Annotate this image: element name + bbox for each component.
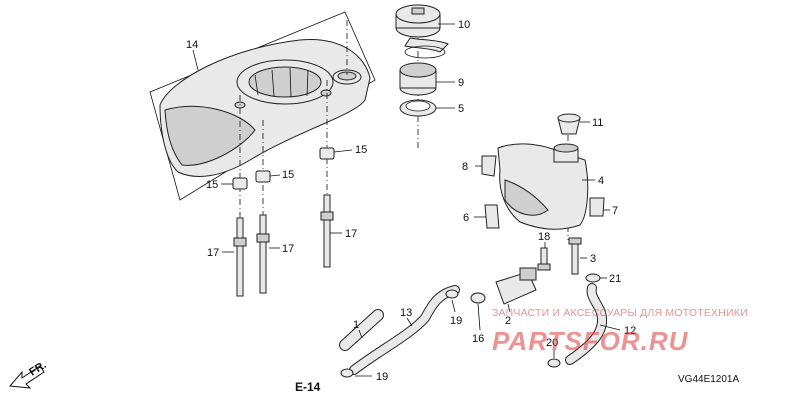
part-1-sleeve bbox=[339, 309, 384, 351]
callout-8: 8 bbox=[462, 161, 468, 173]
part-7-pad bbox=[589, 197, 605, 217]
watermark: ЗАПЧАСТИ И АКСЕССУАРЫ ДЛЯ МОТОТЕХНИКИ PA… bbox=[492, 307, 748, 356]
callout-1: 1 bbox=[353, 319, 359, 331]
callout-13: 13 bbox=[400, 307, 412, 319]
callout-5: 5 bbox=[458, 103, 464, 115]
part-13-fuel-tube bbox=[349, 285, 460, 375]
callout-6: 6 bbox=[463, 212, 469, 224]
callout-17-right: 17 bbox=[345, 228, 357, 240]
callout-9: 9 bbox=[458, 77, 464, 89]
part-6-pad bbox=[484, 204, 500, 229]
callout-10: 10 bbox=[458, 19, 470, 31]
part-15-grommets bbox=[232, 147, 335, 190]
part-3-bolt bbox=[568, 237, 582, 275]
watermark-tagline: ЗАПЧАСТИ И АКСЕССУАРЫ ДЛЯ МОТОТЕХНИКИ bbox=[492, 307, 748, 319]
part-5-ring bbox=[399, 99, 437, 117]
part-2-fuel-valve bbox=[495, 267, 537, 305]
part-16-washer bbox=[470, 292, 486, 304]
callout-19-upper: 19 bbox=[450, 315, 462, 327]
callout-15-middle: 15 bbox=[282, 169, 294, 181]
part-20-clip bbox=[547, 358, 561, 368]
part-12-tube bbox=[565, 283, 607, 365]
callout-15-right: 15 bbox=[355, 144, 367, 156]
callout-21: 21 bbox=[609, 273, 621, 285]
callout-12: 12 bbox=[624, 325, 636, 337]
part-9-filler-neck bbox=[399, 62, 437, 96]
callouts: 14 10 9 5 11 15 15 15 8 4 6 7 17 17 17 1… bbox=[186, 19, 636, 383]
callout-4: 4 bbox=[598, 175, 604, 187]
callout-2: 2 bbox=[505, 315, 511, 327]
callout-16: 16 bbox=[472, 333, 484, 345]
watermark-brand: PARTSFOR.RU bbox=[492, 326, 689, 356]
part-10-filler-cap bbox=[395, 4, 449, 59]
callout-17-middle: 17 bbox=[282, 243, 294, 255]
part-21-clip bbox=[585, 273, 601, 283]
part-18-bolt bbox=[537, 247, 551, 271]
part-17-studs bbox=[233, 194, 334, 297]
diagram-code: VG44E1201A bbox=[678, 374, 739, 385]
callout-18: 18 bbox=[538, 231, 550, 243]
part-19-clip-upper bbox=[445, 289, 459, 299]
callout-14: 14 bbox=[186, 39, 198, 51]
callout-11: 11 bbox=[592, 117, 603, 129]
callout-3: 3 bbox=[590, 253, 596, 265]
part-14-tank-cover bbox=[149, 11, 376, 201]
reference-label: E-14 bbox=[295, 380, 321, 394]
part-4-fuel-tank bbox=[497, 143, 589, 230]
callout-15-left: 15 bbox=[206, 179, 218, 191]
part-8-pad bbox=[481, 155, 497, 177]
leader-lines bbox=[192, 23, 621, 377]
part-19-clip-lower bbox=[340, 368, 354, 378]
callout-7: 7 bbox=[612, 205, 618, 217]
callout-17-left: 17 bbox=[207, 247, 219, 259]
callout-19-lower: 19 bbox=[376, 371, 388, 383]
callout-20: 20 bbox=[546, 337, 558, 349]
part-11-strainer bbox=[557, 113, 581, 135]
front-arrow-icon bbox=[8, 365, 45, 389]
